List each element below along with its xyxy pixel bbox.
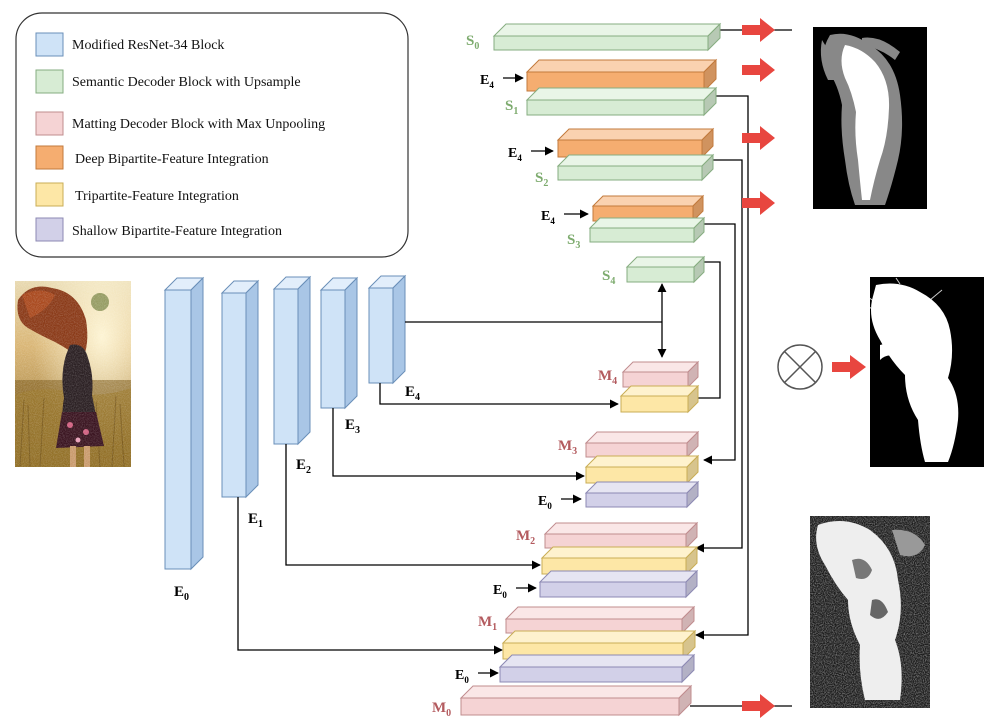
legend-label-shallow-bipartite: Shallow Bipartite-Feature Integration (72, 224, 282, 239)
encoder: E0 E1 E2 E3 E4 (163, 274, 420, 603)
legend-swatch-tripartite (35, 182, 64, 207)
matting-output-image (810, 516, 930, 708)
input-label-e4-1: E4 (480, 73, 494, 90)
tripartite-block-4 (619, 384, 700, 414)
e1-skip-line (237, 497, 503, 655)
shallow-bipartite-block-1 (498, 653, 696, 684)
deep-bipartite-block-2 (556, 127, 715, 159)
matting-block-m4 (621, 360, 700, 389)
label-m3: M3 (558, 438, 577, 457)
encoder-label-e0: E0 (174, 584, 189, 603)
legend: Modified ResNet-34 Block Semantic Decode… (15, 12, 409, 258)
red-arrow-s0 (742, 18, 775, 42)
fusion-operator-icon (777, 344, 823, 390)
legend-label-deep-bipartite: Deep Bipartite-Feature Integration (75, 152, 269, 167)
shallow-bipartite-block-3 (584, 480, 700, 509)
encoder-label-e1: E1 (248, 511, 263, 530)
legend-item-resnet: Modified ResNet-34 Block (35, 32, 224, 57)
encoder-label-e2: E2 (296, 457, 311, 476)
label-s3: S3 (567, 232, 580, 251)
input-labels: E4 E4 E4 E0 E0 E0 (455, 73, 555, 685)
legend-item-shallow-bipartite: Shallow Bipartite-Feature Integration (35, 217, 282, 242)
encoder-block-e2 (272, 275, 312, 446)
e3-skip-line (332, 408, 585, 481)
matting-block-m2 (543, 521, 699, 550)
e4-skip-line (379, 383, 619, 409)
s4-feed-line (689, 261, 721, 403)
red-arrow-s2 (742, 126, 775, 150)
semantic-block-s1 (525, 86, 718, 117)
label-m2: M2 (516, 528, 535, 547)
semantic-output-image (813, 27, 927, 209)
tripartite-block-2 (540, 545, 699, 576)
matting-labels: M4 M3 M2 M1 M0 (432, 368, 617, 719)
encoder-block-e4 (367, 274, 407, 385)
semantic-block-s0 (492, 22, 722, 52)
label-s1: S1 (505, 98, 518, 117)
deep-bipartite-block-3 (591, 194, 705, 223)
legend-swatch-matting (35, 111, 64, 136)
matting-block-m0 (459, 684, 693, 717)
red-arrow-m0 (742, 694, 775, 718)
connections (237, 29, 792, 707)
legend-label-resnet: Modified ResNet-34 Block (72, 38, 224, 53)
output-arrows (742, 18, 866, 718)
matting-block-m1 (504, 605, 696, 635)
label-s4: S4 (602, 268, 615, 287)
legend-label-semantic: Semantic Decoder Block with Upsample (72, 75, 301, 90)
red-arrow-s1 (742, 58, 775, 82)
legend-item-deep-bipartite: Deep Bipartite-Feature Integration (35, 145, 269, 170)
red-arrow-fusion (832, 355, 866, 379)
s3-feed-line (703, 223, 736, 465)
label-m1: M1 (478, 614, 497, 633)
matting-block-m3 (584, 430, 700, 459)
semantic-block-s2 (556, 153, 715, 182)
input-label-e0-1: E0 (538, 494, 552, 511)
fused-output-image (861, 277, 984, 467)
input-label-e4-2: E4 (508, 146, 522, 163)
input-photo (15, 281, 131, 468)
shallow-bipartite-block-2 (538, 569, 699, 599)
encoder-block-e3 (319, 276, 359, 410)
legend-swatch-shallow-bipartite (35, 217, 64, 242)
s1-feed-line (695, 95, 749, 640)
legend-item-semantic: Semantic Decoder Block with Upsample (35, 69, 301, 94)
legend-item-tripartite: Tripartite-Feature Integration (35, 182, 239, 207)
encoder-block-e1 (220, 279, 260, 499)
legend-label-matting: Matting Decoder Block with Max Unpooling (72, 117, 325, 132)
deep-bipartite-block-1 (525, 58, 718, 93)
label-m4: M4 (598, 368, 617, 387)
legend-label-tripartite: Tripartite-Feature Integration (75, 189, 239, 204)
legend-item-matting: Matting Decoder Block with Max Unpooling (35, 111, 325, 136)
tripartite-block-3 (584, 454, 700, 485)
input-label-e0-2: E0 (493, 583, 507, 600)
label-s2: S2 (535, 170, 548, 189)
encoder-label-e4: E4 (405, 384, 420, 403)
label-s0: S0 (466, 33, 479, 52)
red-arrow-s3 (742, 191, 775, 215)
legend-swatch-deep-bipartite (35, 145, 64, 170)
semantic-block-s3 (588, 216, 706, 244)
input-label-e0-3: E0 (455, 668, 469, 685)
e2-skip-line (285, 444, 541, 570)
encoder-block-e0 (163, 276, 205, 571)
legend-frame (15, 12, 409, 258)
semantic-labels: S0 S1 S2 S3 S4 (466, 33, 615, 287)
semantic-block-s4 (625, 255, 706, 284)
s2-feed-line (695, 159, 743, 553)
decoder-blocks (459, 22, 722, 717)
encoder-label-e3: E3 (345, 417, 360, 436)
label-m0: M0 (432, 700, 451, 719)
legend-swatch-resnet (35, 32, 64, 57)
legend-swatch-semantic (35, 69, 64, 94)
input-label-e4-3: E4 (541, 209, 555, 226)
